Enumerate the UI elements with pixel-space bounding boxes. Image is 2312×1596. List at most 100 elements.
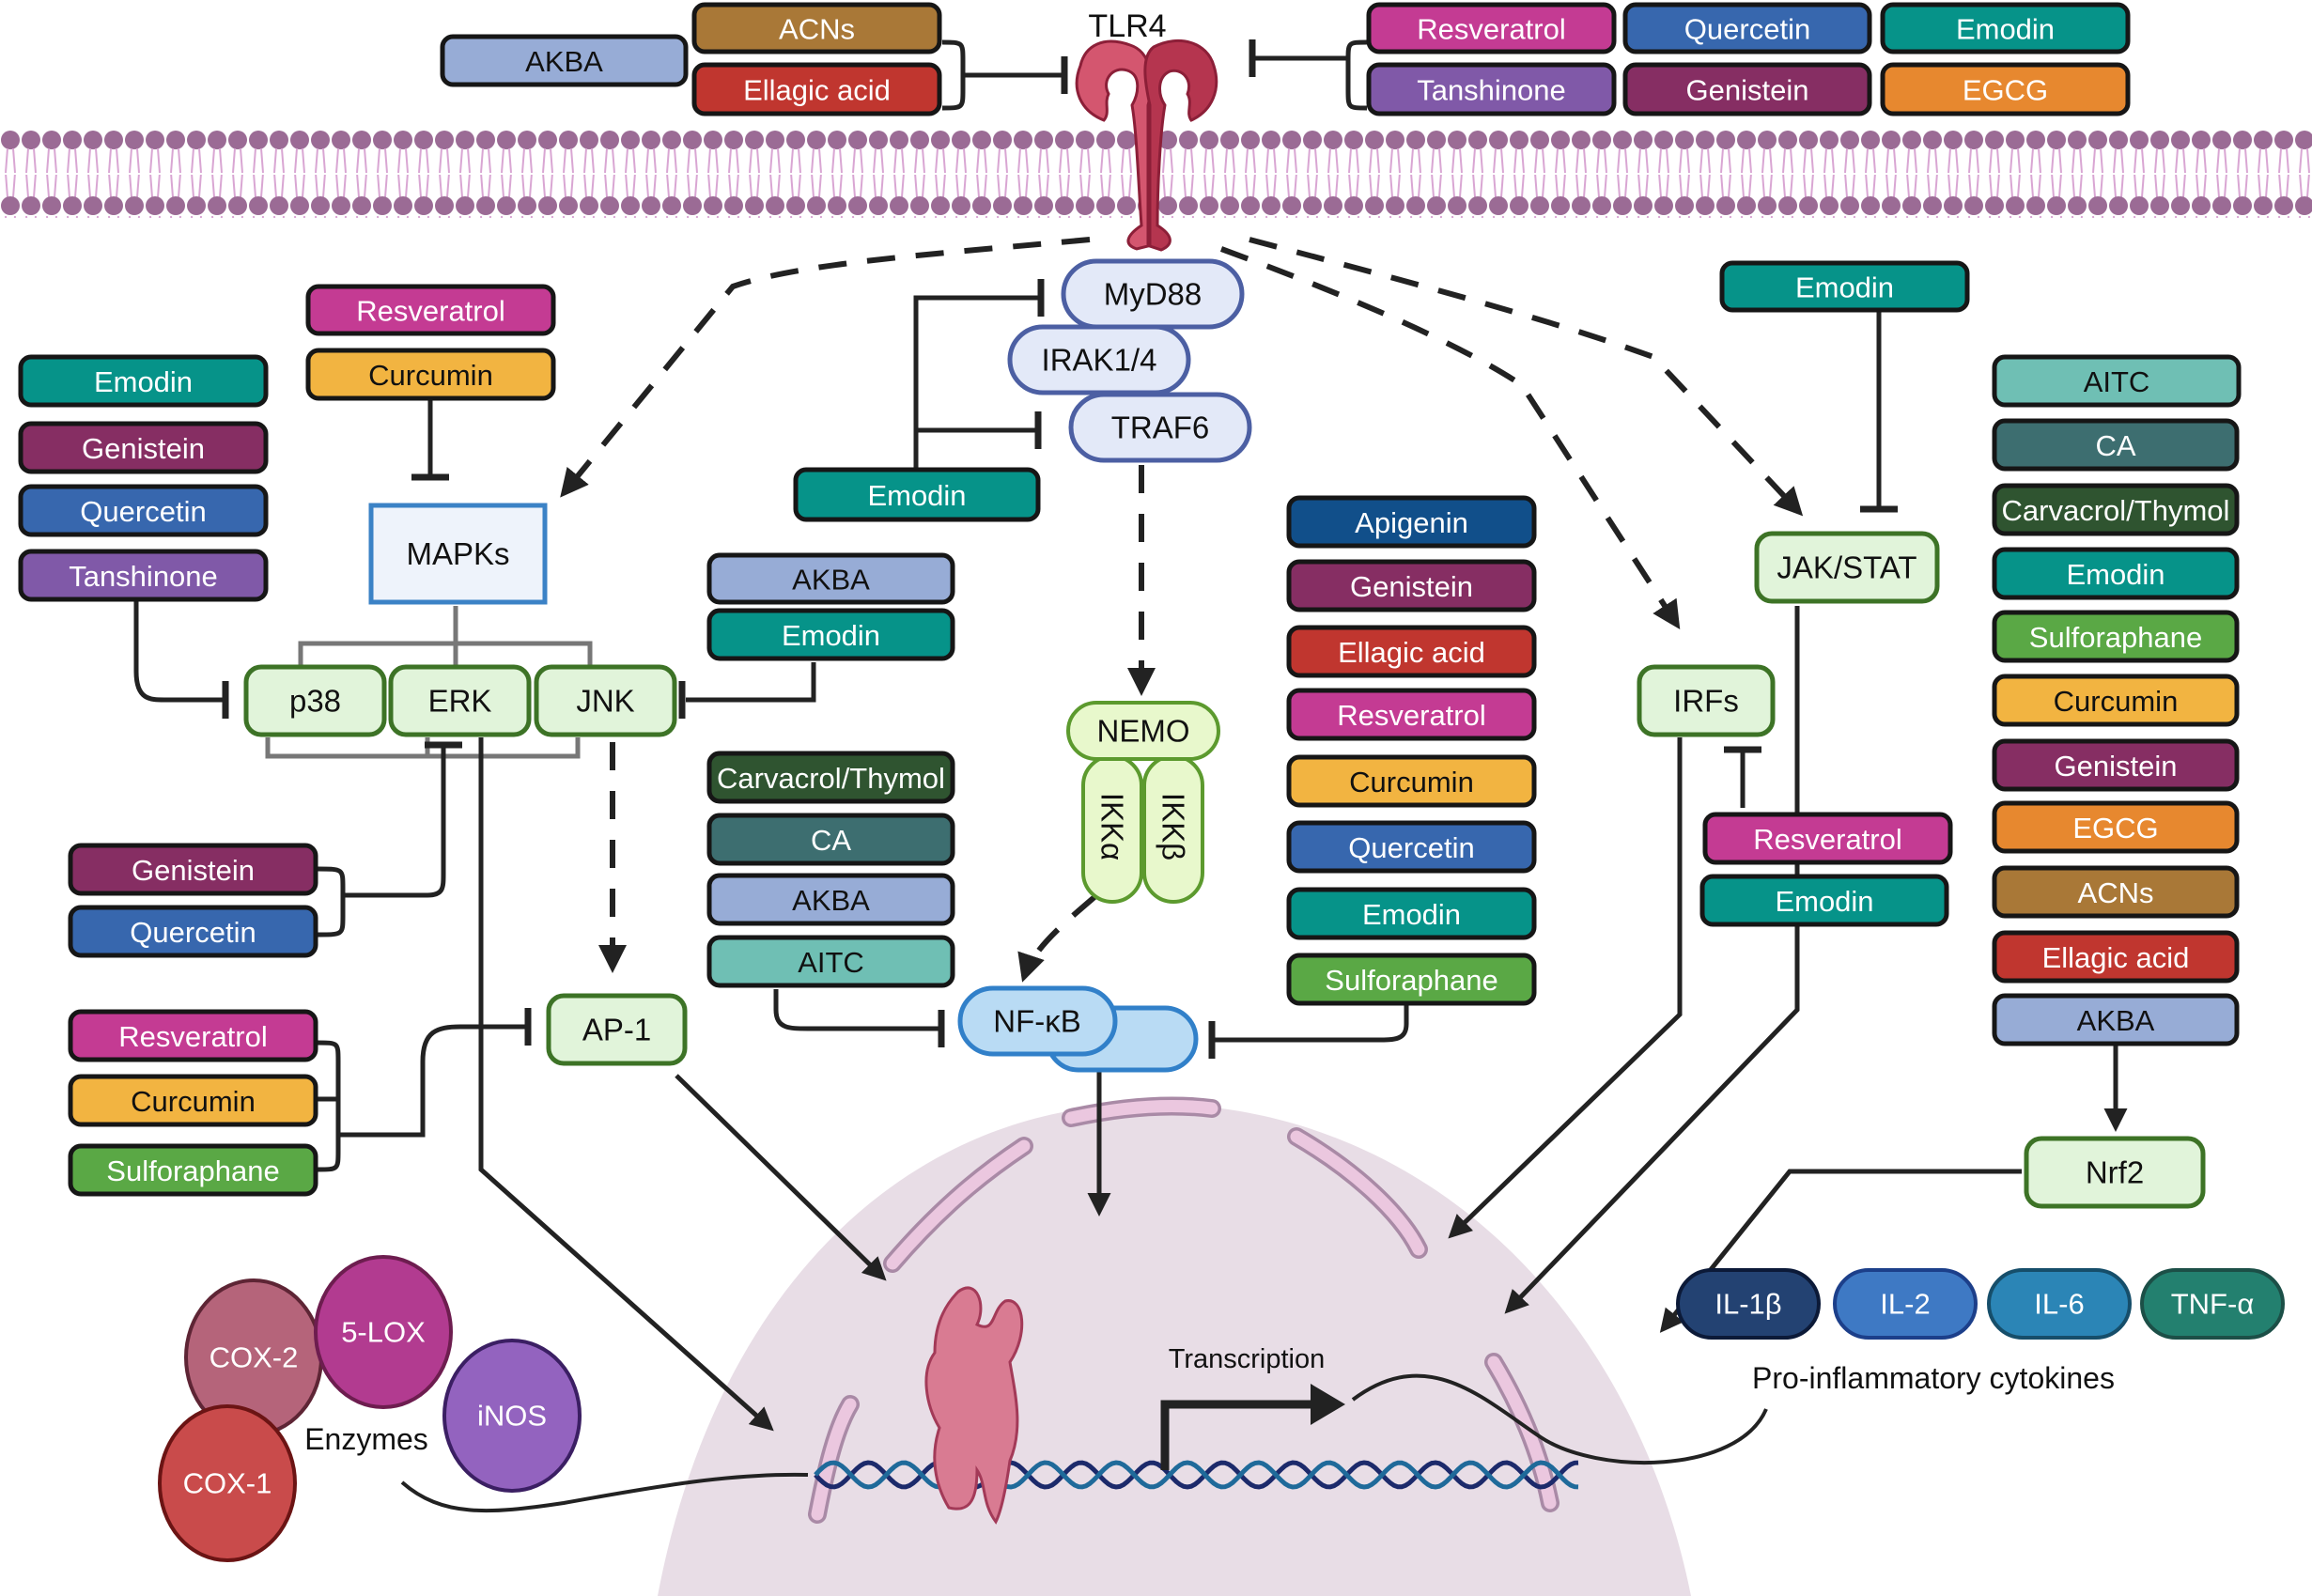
compound-ca[interactable]: CA <box>1992 418 2240 472</box>
compound-label: Curcumin <box>2054 685 2179 718</box>
compound-genistein[interactable]: Genistein <box>1622 62 1872 116</box>
compound-resveratrol[interactable]: Resveratrol <box>305 284 556 336</box>
compound-genistein[interactable]: Genistein <box>1286 559 1537 612</box>
compound-carvacrol-thymol[interactable]: Carvacrol/Thymol <box>1992 483 2240 536</box>
compound-acns[interactable]: ACNs <box>1992 865 2240 919</box>
compound-sulforaphane[interactable]: Sulforaphane <box>1992 610 2240 663</box>
compound-label: Resveratrol <box>1337 699 1486 732</box>
compound-group-nrf2-activators: AITC CA Carvacrol/ThymolEmodinSulforaphane… <box>1992 354 2242 1046</box>
compound-quercetin[interactable]: Quercetin <box>1286 820 1537 874</box>
cytokine-il-1[interactable]: IL-1β <box>1676 1268 1821 1340</box>
node-myd88[interactable]: MyD88 <box>1061 258 1245 330</box>
compound-aitc[interactable]: AITC <box>706 935 955 988</box>
compound-label: Genistein <box>1686 74 1809 107</box>
compound-resveratrol[interactable]: Resveratrol <box>1366 2 1617 54</box>
enzyme-cox-1[interactable]: COX-1 <box>158 1404 297 1562</box>
compound-quercetin[interactable]: Quercetin <box>1622 2 1872 54</box>
compound-akba[interactable]: AKBA <box>706 873 955 926</box>
compound-sulforaphane[interactable]: Sulforaphane <box>1286 953 1537 1006</box>
node-label: MyD88 <box>1104 277 1203 312</box>
compound-label: Resveratrol <box>118 1020 268 1053</box>
compound-genistein[interactable]: Genistein <box>68 843 318 896</box>
node-mapks[interactable]: MAPKs <box>368 503 548 605</box>
compound-emodin[interactable]: Emodin <box>1992 547 2240 600</box>
compound-resveratrol[interactable]: Resveratrol <box>1286 688 1537 741</box>
compound-emodin[interactable]: Emodin <box>1880 2 2131 54</box>
compound-quercetin[interactable]: Quercetin <box>18 484 269 537</box>
compound-quercetin[interactable]: Quercetin <box>68 905 318 958</box>
compound-resveratrol[interactable]: Resveratrol <box>1702 812 1953 865</box>
node-jakstat[interactable]: JAK/STAT <box>1754 531 1940 604</box>
compound-emodin[interactable]: Emodin <box>1699 874 1949 927</box>
compound-curcumin[interactable]: Curcumin <box>1286 754 1537 808</box>
compound-genistein[interactable]: Genistein <box>18 421 269 474</box>
cytokine-label: TNF-α <box>2171 1288 2255 1321</box>
compound-acns[interactable]: ACNs <box>691 2 942 54</box>
node-label: MAPKs <box>406 536 509 571</box>
compound-tanshinone[interactable]: Tanshinone <box>1366 62 1617 116</box>
compound-sulforaphane[interactable]: Sulforaphane <box>68 1143 318 1197</box>
compound-akba[interactable]: AKBA <box>440 34 689 87</box>
node-nfkb[interactable]: NF-κB <box>957 985 1199 1073</box>
compound-label: AKBA <box>2077 1004 2155 1037</box>
compound-ellagic-acid[interactable]: Ellagic acid <box>1286 625 1537 678</box>
enzyme-cox-2[interactable]: COX-2 <box>184 1278 323 1436</box>
compound-akba[interactable]: AKBA <box>1992 993 2240 1046</box>
emodin-myd88-inhibition <box>913 295 1041 470</box>
compound-akba[interactable]: AKBA <box>706 552 955 605</box>
compound-emodin[interactable]: Emodin <box>706 608 955 661</box>
compound-label: Curcumin <box>1349 766 1474 798</box>
mapks-branch <box>298 606 593 667</box>
compound-carvacrol-thymol[interactable]: Carvacrol/Thymol <box>706 751 955 804</box>
enzyme-inos[interactable]: iNOS <box>442 1339 582 1493</box>
cytokine-tnf[interactable]: TNF-α <box>2140 1268 2285 1340</box>
tlr4-to-jakstat-arrow <box>1249 237 1804 517</box>
node-jnk[interactable]: JNK <box>534 664 677 737</box>
compound-genistein[interactable]: Genistein <box>1992 738 2240 792</box>
compound-curcumin[interactable]: Curcumin <box>305 348 556 401</box>
compound-tanshinone[interactable]: Tanshinone <box>18 549 269 602</box>
node-erk[interactable]: ERK <box>388 664 532 737</box>
tlr4-receptor[interactable] <box>1075 39 1218 252</box>
ikk-to-nfkb-arrow <box>1017 894 1096 983</box>
node-label: JNK <box>576 684 634 719</box>
compound-emodin[interactable]: Emodin <box>1719 260 1970 313</box>
compound-group-myd88-traf6: Emodin <box>793 467 1041 522</box>
node-label: Nrf2 <box>2086 1155 2144 1190</box>
compound-curcumin[interactable]: Curcumin <box>1992 674 2240 727</box>
compound-label: Tanshinone <box>69 560 218 593</box>
compound-emodin[interactable]: Emodin <box>1286 887 1537 940</box>
compound-curcumin[interactable]: Curcumin <box>68 1074 318 1127</box>
node-p38[interactable]: p38 <box>243 664 387 737</box>
node-irfs[interactable]: IRFs <box>1637 664 1776 737</box>
compound-ca[interactable]: CA <box>706 813 955 866</box>
compound-emodin[interactable]: Emodin <box>793 467 1041 522</box>
compound-egcg[interactable]: EGCG <box>1880 62 2131 116</box>
node-label: IRFs <box>1673 684 1739 719</box>
compound-emodin[interactable]: Emodin <box>18 354 269 408</box>
compound-apigenin[interactable]: Apigenin <box>1286 495 1537 549</box>
cytokine-il-6[interactable]: IL-6 <box>1987 1268 2132 1340</box>
compound-label: CA <box>2095 429 2135 462</box>
node-nrf2[interactable]: Nrf2 <box>2024 1136 2206 1209</box>
erk-inhibition <box>343 745 446 898</box>
node-ap1[interactable]: AP-1 <box>546 993 688 1066</box>
node-traf6[interactable]: TRAF6 <box>1068 392 1252 463</box>
node-label: TRAF6 <box>1111 411 1210 445</box>
cytokine-il-2[interactable]: IL-2 <box>1833 1268 1978 1340</box>
compound-ellagic-acid[interactable]: Ellagic acid <box>1992 930 2240 984</box>
compound-label: Genistein <box>1350 570 1473 603</box>
compound-aitc[interactable]: AITC <box>1992 354 2242 408</box>
compound-resveratrol[interactable]: Resveratrol <box>68 1009 318 1062</box>
nucleus <box>400 1096 1768 1596</box>
compound-label: Sulforaphane <box>1325 964 1497 997</box>
enzyme-5-lox[interactable]: 5-LOX <box>314 1255 453 1409</box>
compound-egcg[interactable]: EGCG <box>1992 800 2240 854</box>
compound-ellagic-acid[interactable]: Ellagic acid <box>691 62 942 116</box>
node-irak[interactable]: IRAK1/4 <box>1007 324 1191 395</box>
